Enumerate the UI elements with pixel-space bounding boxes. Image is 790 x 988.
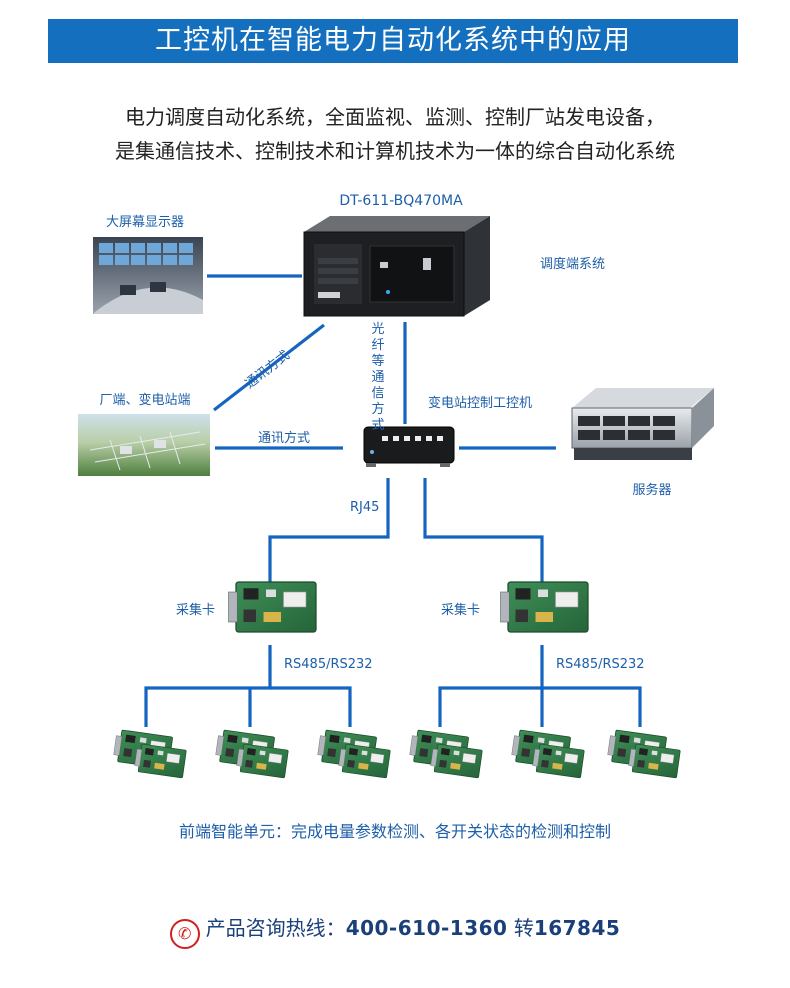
page-banner: 工控机在智能电力自动化系统中的应用 xyxy=(48,19,738,63)
plant-substation-label: 厂端、变电站端 xyxy=(99,393,191,408)
frontend-unit-3b xyxy=(337,743,391,779)
rj45-label: RJ45 xyxy=(350,500,380,515)
hotline-ext-label: 转 xyxy=(513,916,534,940)
intro-line-2: 是集通信技术、控制技术和计算机技术为一体的综合自动化系统 xyxy=(115,139,675,163)
network-switch xyxy=(363,426,455,467)
main-ipc-model-label: DT-611-BQ470MA xyxy=(339,193,463,209)
daq-card-left-image xyxy=(227,581,317,633)
hotline-number: 400-610-1360 xyxy=(345,916,508,940)
big-screen-label: 大屏幕显示器 xyxy=(105,215,185,230)
frontend-unit-4b xyxy=(429,743,483,779)
banner-title: 工控机在智能电力自动化系统中的应用 xyxy=(155,25,631,56)
hotline-ext: 167845 xyxy=(533,916,621,940)
main-ipc-chassis xyxy=(303,216,490,317)
fiber-comm-label: 光纤等通信方式 xyxy=(371,322,385,433)
frontend-unit-1b xyxy=(133,743,187,779)
bus-right-label: RS485/RS232 xyxy=(556,657,645,672)
frontend-unit-2b xyxy=(235,743,289,779)
comm-method-horizontal-label: 通讯方式 xyxy=(258,431,311,446)
frontend-unit-6b xyxy=(627,743,681,779)
server-label: 服务器 xyxy=(632,483,672,498)
connection-lines xyxy=(144,274,642,727)
daq-card-left-label: 采集卡 xyxy=(176,603,216,618)
phone-icon: ✆ xyxy=(169,919,200,949)
big-screen-monitor-photo xyxy=(93,237,203,314)
frontend-caption: 前端智能单元：完成电量参数检测、各开关状态的检测和控制 xyxy=(178,822,611,841)
intro-text: 电力调度自动化系统，全面监视、监测、控制厂站发电设备， 是集通信技术、控制技术和… xyxy=(0,100,790,168)
bus-left-label: RS485/RS232 xyxy=(284,657,373,672)
intro-line-1: 电力调度自动化系统，全面监视、监测、控制厂站发电设备， xyxy=(125,105,665,129)
daq-card-right-image xyxy=(499,581,589,633)
substation-ipc-label: 变电站控制工控机 xyxy=(428,396,533,411)
dispatch-system-label: 调度端系统 xyxy=(540,257,606,272)
rack-server xyxy=(571,388,714,460)
frontend-unit-5b xyxy=(531,743,585,779)
hotline: ✆产品咨询热线：400-610-1360 转167845 xyxy=(0,912,790,949)
hotline-label: 产品咨询热线： xyxy=(205,916,346,940)
substation-photo xyxy=(78,414,210,476)
daq-card-right-label: 采集卡 xyxy=(441,603,481,618)
